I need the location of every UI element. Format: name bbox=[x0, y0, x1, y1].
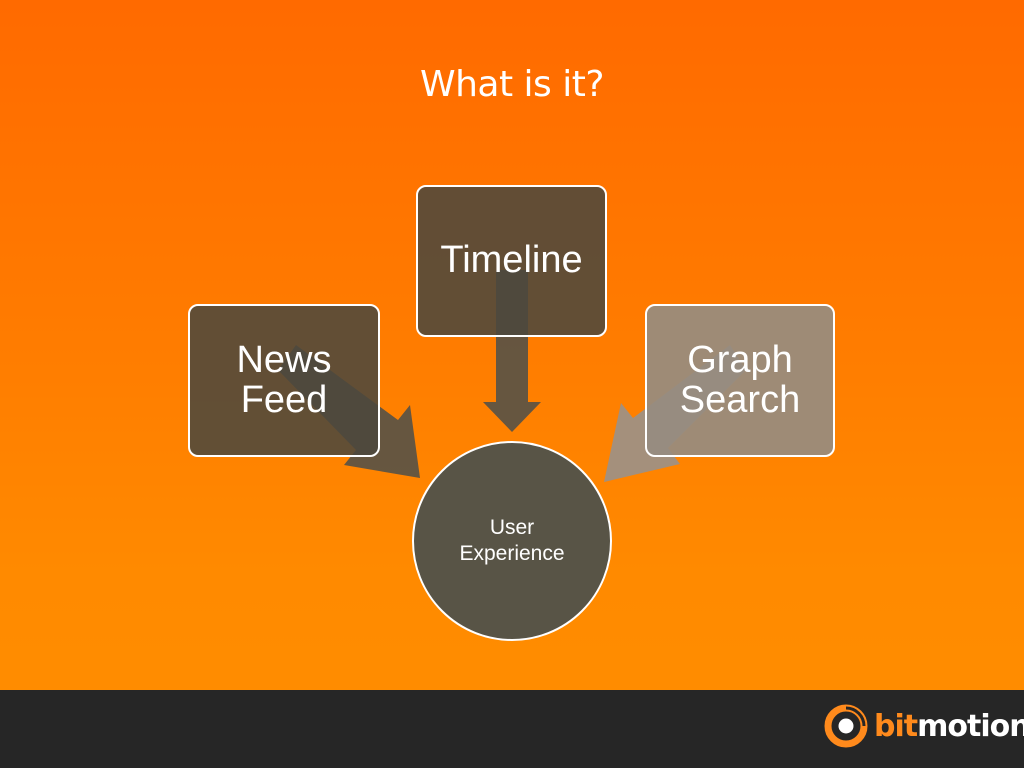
logo-text-motion: motion bbox=[917, 708, 1024, 744]
node-timeline: Timeline bbox=[416, 185, 607, 337]
center-node-label-line2: Experience bbox=[459, 542, 565, 565]
node-graph-search: Graph Search bbox=[645, 304, 835, 457]
bitmotion-logo-text: bitmotion bbox=[874, 709, 1024, 744]
node-news-feed-label-line2: Feed bbox=[240, 378, 328, 421]
node-graph-search-label-line2: Search bbox=[679, 378, 801, 421]
center-node-user-experience: User Experience bbox=[412, 441, 612, 641]
slide-title: What is it? bbox=[420, 64, 604, 105]
bitmotion-logo-icon bbox=[824, 704, 868, 748]
node-timeline-label: Timeline bbox=[440, 239, 583, 282]
bitmotion-logo: bitmotion bbox=[824, 700, 1024, 752]
footer-bar bbox=[0, 690, 1024, 768]
node-news-feed: News Feed bbox=[188, 304, 380, 457]
center-node-label-line1: User bbox=[489, 515, 535, 539]
logo-text-bit: bit bbox=[874, 708, 918, 744]
node-news-feed-label-line1: News bbox=[236, 338, 332, 381]
node-graph-search-label-line1: Graph bbox=[687, 338, 793, 381]
